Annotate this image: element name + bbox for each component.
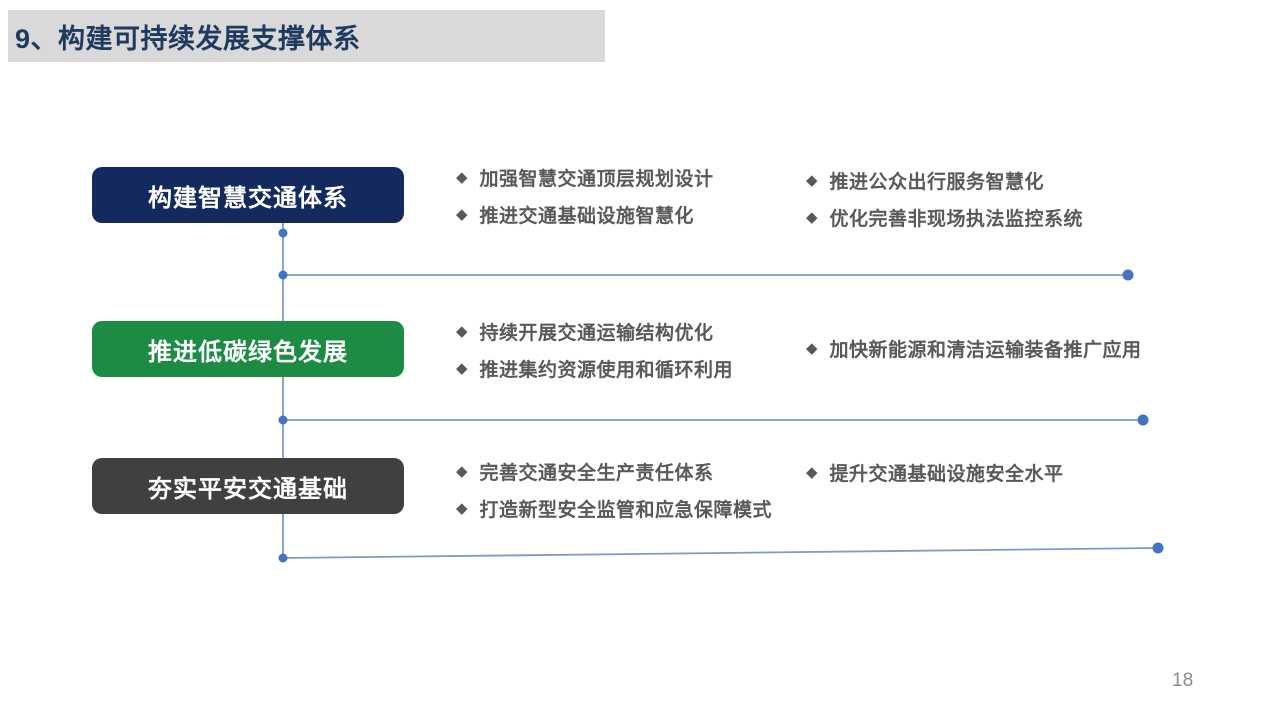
list-item: ◆ 推进交通基础设施智慧化	[456, 196, 714, 233]
bullet-label: 推进交通基础设施智慧化	[479, 206, 695, 227]
list-item: ◆ 推进集约资源使用和循环利用	[456, 350, 733, 387]
list-item: ◆ 优化完善非现场执法监控系统	[806, 199, 1083, 236]
bullet-list-row3-col2: ◆ 提升交通基础设施安全水平	[806, 454, 1064, 491]
list-item: ◆ 推进公众出行服务智慧化	[806, 162, 1083, 199]
bullet-list-row3-col1: ◆ 完善交通安全生产责任体系 ◆ 打造新型安全监管和应急保障模式	[456, 453, 772, 527]
list-item: ◆ 打造新型安全监管和应急保障模式	[456, 490, 772, 527]
diamond-bullet-icon: ◆	[456, 206, 468, 223]
bullet-label: 打造新型安全监管和应急保障模式	[479, 500, 773, 521]
bullet-label: 完善交通安全生产责任体系	[479, 463, 714, 484]
diamond-bullet-icon: ◆	[456, 169, 468, 186]
category-label: 构建智慧交通体系	[148, 184, 348, 212]
bullet-label: 推进集约资源使用和循环利用	[479, 360, 734, 381]
category-label: 推进低碳绿色发展	[148, 338, 348, 366]
diamond-bullet-icon: ◆	[806, 172, 818, 189]
page-number: 18	[1172, 670, 1194, 691]
category-label: 夯实平安交通基础	[148, 475, 348, 503]
diamond-bullet-icon: ◆	[806, 209, 818, 226]
bullet-list-row1-col2: ◆ 推进公众出行服务智慧化 ◆ 优化完善非现场执法监控系统	[806, 162, 1083, 236]
bullet-label: 加强智慧交通顶层规划设计	[479, 169, 714, 190]
bullet-list-row2-col2: ◆ 加快新能源和清洁运输装备推广应用	[806, 330, 1142, 367]
slide-title: 9、构建可持续发展支撑体系	[15, 23, 361, 54]
list-item: ◆ 加快新能源和清洁运输装备推广应用	[806, 330, 1142, 367]
bullet-label: 推进公众出行服务智慧化	[829, 172, 1045, 193]
list-item: ◆ 加强智慧交通顶层规划设计	[456, 159, 714, 196]
list-item: ◆ 完善交通安全生产责任体系	[456, 453, 772, 490]
diamond-bullet-icon: ◆	[806, 464, 818, 481]
bullet-label: 提升交通基础设施安全水平	[829, 464, 1064, 485]
list-item: ◆ 持续开展交通运输结构优化	[456, 313, 733, 350]
diamond-bullet-icon: ◆	[456, 323, 468, 340]
title-bar: 9、构建可持续发展支撑体系	[8, 10, 605, 62]
list-item: ◆ 提升交通基础设施安全水平	[806, 454, 1064, 491]
diamond-bullet-icon: ◆	[456, 500, 468, 517]
bullet-label: 加快新能源和清洁运输装备推广应用	[829, 340, 1142, 361]
bullet-list-row2-col1: ◆ 持续开展交通运输结构优化 ◆ 推进集约资源使用和循环利用	[456, 313, 733, 387]
category-box-smart-transport: 构建智慧交通体系	[92, 167, 404, 223]
bullet-label: 持续开展交通运输结构优化	[479, 323, 714, 344]
diamond-bullet-icon: ◆	[806, 340, 818, 357]
bullet-label: 优化完善非现场执法监控系统	[829, 209, 1084, 230]
category-box-safe-transport: 夯实平安交通基础	[92, 458, 404, 514]
bullet-list-row1-col1: ◆ 加强智慧交通顶层规划设计 ◆ 推进交通基础设施智慧化	[456, 159, 714, 233]
diamond-bullet-icon: ◆	[456, 463, 468, 480]
category-box-low-carbon: 推进低碳绿色发展	[92, 321, 404, 377]
diamond-bullet-icon: ◆	[456, 360, 468, 377]
